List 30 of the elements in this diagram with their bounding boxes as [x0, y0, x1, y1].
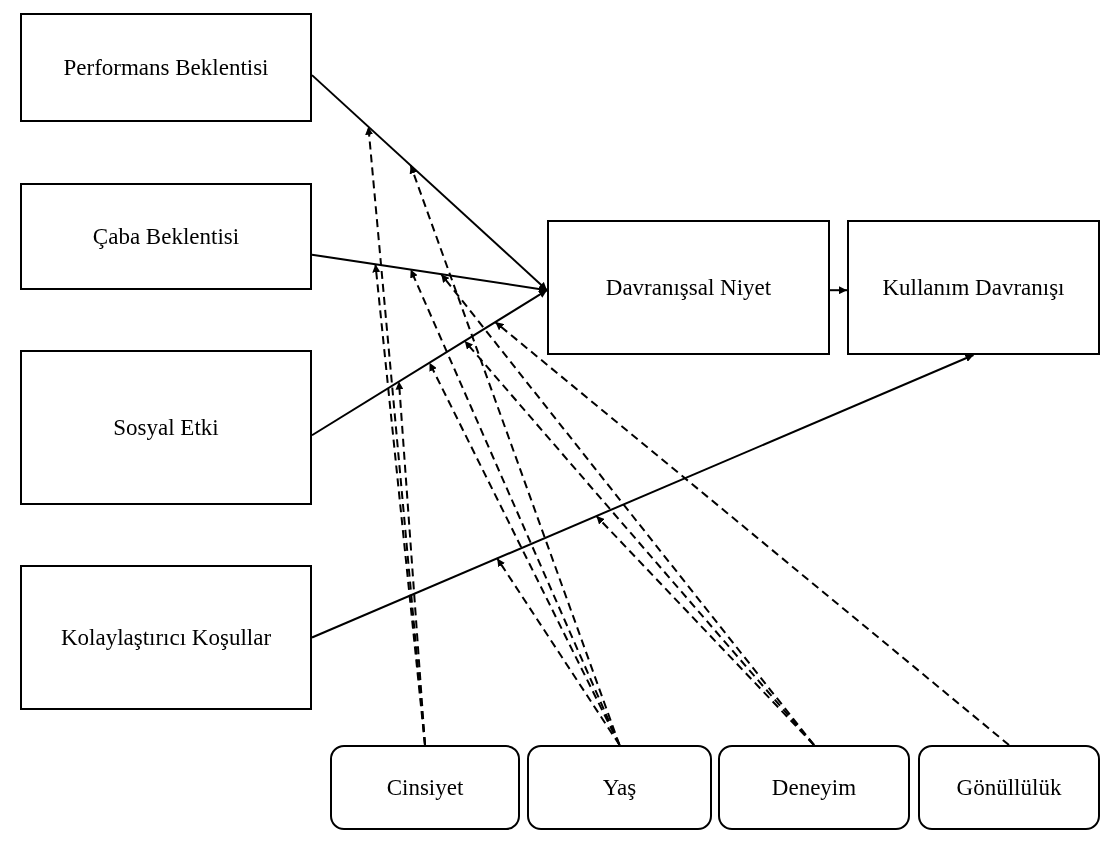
construct-box — [20, 565, 312, 710]
arrow — [311, 354, 975, 639]
dashed-arrow — [395, 380, 426, 746]
construct-box — [20, 183, 312, 290]
dashed-arrow — [494, 321, 1010, 746]
node-label: Performans Beklentisi — [63, 53, 269, 82]
dashed-arrow — [409, 164, 621, 746]
dashed-arrow — [496, 557, 621, 746]
node-label: Cinsiyet — [386, 773, 464, 802]
moderator-box — [918, 745, 1100, 830]
node-label: Çaba Beklentisi — [92, 222, 240, 251]
arrow — [311, 289, 548, 437]
node-label: Gönüllülük — [956, 773, 1062, 802]
node-label: Sosyal Etki — [113, 413, 219, 442]
dashed-arrow — [595, 515, 815, 746]
node-label: Kullanım Davranışı — [882, 273, 1065, 302]
node-label: Kolaylaştırıcı Koşullar — [60, 623, 272, 652]
construct-box — [547, 220, 830, 355]
construct-box — [20, 350, 312, 505]
arrow — [311, 253, 548, 293]
arrow — [829, 286, 848, 295]
node-label: Deneyim — [771, 773, 857, 802]
node-label: Davranışsal Niyet — [605, 273, 772, 302]
node-label: Yaş — [602, 773, 637, 802]
moderator-box — [527, 745, 712, 830]
construct-box — [847, 220, 1100, 355]
construct-box — [20, 13, 312, 122]
moderator-box — [718, 745, 910, 830]
arrow — [311, 74, 548, 292]
moderator-box — [330, 745, 520, 830]
